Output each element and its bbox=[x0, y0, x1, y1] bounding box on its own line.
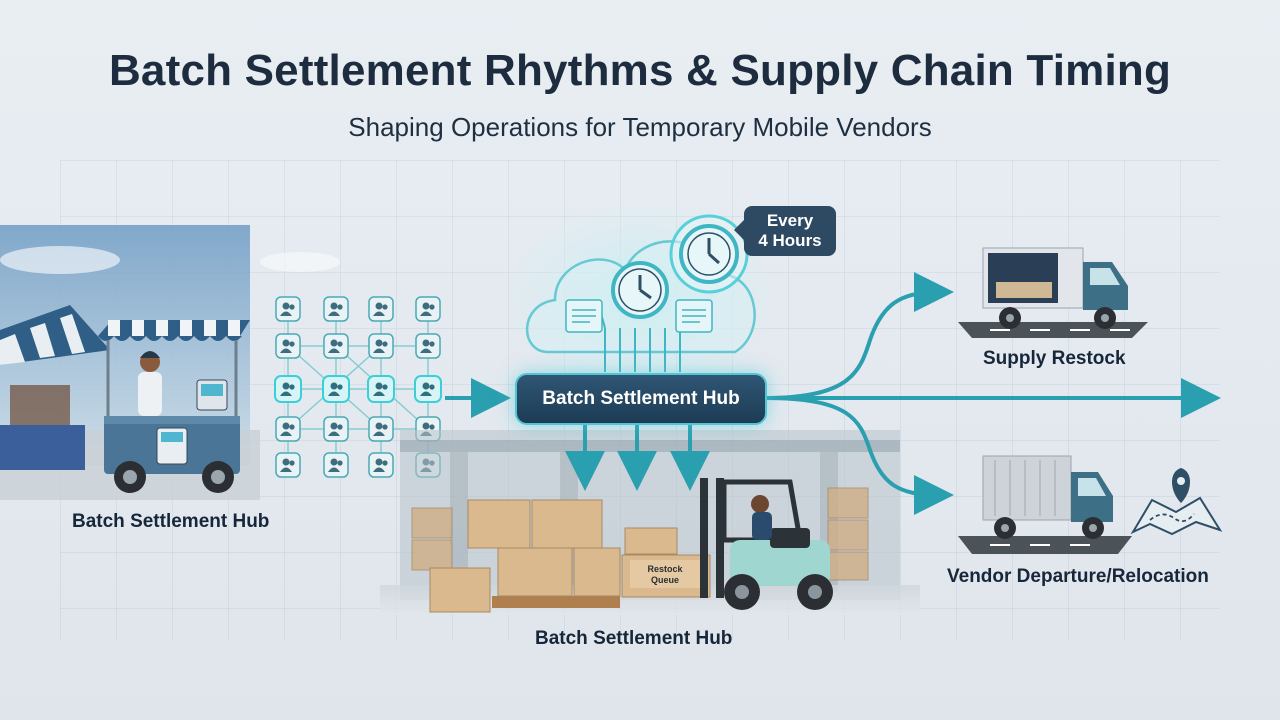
box-label-line1: Restock bbox=[647, 564, 683, 574]
customer-icon bbox=[323, 333, 349, 359]
customer-icon bbox=[275, 416, 301, 442]
relocation-truck bbox=[958, 455, 1132, 554]
arrow-to-vendor-departure bbox=[764, 396, 954, 515]
timer-badge: Every 4 Hours bbox=[734, 206, 836, 256]
vendor-cart bbox=[98, 320, 250, 493]
customer-icon bbox=[275, 333, 301, 359]
forklift bbox=[700, 478, 833, 610]
market-scene bbox=[0, 225, 340, 500]
customer-icon bbox=[368, 333, 394, 359]
map-pin-icon bbox=[1130, 468, 1223, 536]
clock-icon bbox=[611, 261, 669, 319]
customer-icon-highlighted bbox=[322, 375, 350, 403]
batch-settlement-hub: Batch Settlement Hub bbox=[515, 373, 767, 425]
warehouse-caption: Batch Settlement Hub bbox=[535, 628, 733, 649]
supply-truck bbox=[958, 247, 1148, 338]
supply-restock-caption: Supply Restock bbox=[983, 348, 1126, 369]
arrow-to-supply-restock bbox=[764, 272, 954, 400]
warehouse-scene bbox=[380, 430, 920, 615]
box-label-line2: Queue bbox=[651, 575, 679, 585]
customer-icon-highlighted bbox=[414, 375, 442, 403]
customer-icon bbox=[368, 452, 394, 478]
customer-icon bbox=[275, 452, 301, 478]
customer-icon bbox=[368, 296, 394, 322]
customer-icon bbox=[368, 416, 394, 442]
timer-badge-line1: Every bbox=[766, 211, 814, 230]
customer-icon bbox=[323, 452, 349, 478]
customer-icon bbox=[415, 296, 441, 322]
customer-icon-highlighted bbox=[274, 375, 302, 403]
vendor-departure-caption: Vendor Departure/Relocation bbox=[947, 566, 1209, 587]
page-title: Batch Settlement Rhythms & Supply Chain … bbox=[108, 46, 1172, 95]
page-subtitle: Shaping Operations for Temporary Mobile … bbox=[348, 112, 932, 142]
customer-icon bbox=[323, 416, 349, 442]
clock-icon bbox=[669, 214, 749, 294]
customer-icon bbox=[323, 296, 349, 322]
timer-badge-line2: 4 Hours bbox=[758, 231, 822, 250]
customer-icon bbox=[275, 296, 301, 322]
vendor-stall-caption: Batch Settlement Hub bbox=[72, 511, 270, 532]
customer-icon-highlighted bbox=[367, 375, 395, 403]
customer-icon bbox=[415, 333, 441, 359]
